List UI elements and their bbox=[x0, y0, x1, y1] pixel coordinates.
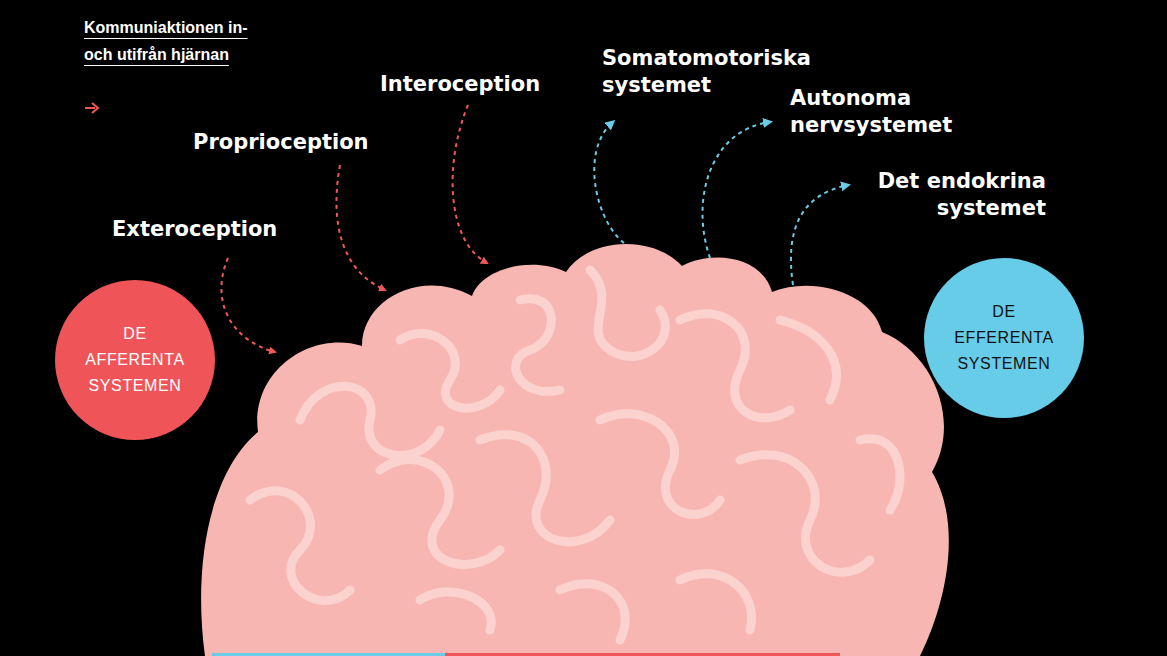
system-circle: DE AFFERENTA SYSTEMEN bbox=[55, 280, 215, 440]
efferent-arrows bbox=[594, 122, 848, 285]
system-label: Interoception bbox=[380, 71, 540, 98]
system-label: Autonoma nervsystemet bbox=[790, 85, 980, 139]
title-arrow-head bbox=[92, 103, 98, 113]
title-arrow bbox=[85, 107, 95, 109]
system-label: Proprioception bbox=[193, 129, 369, 156]
brain-folds bbox=[250, 270, 900, 640]
brain bbox=[201, 244, 949, 656]
diagram-title: Kommuniaktionen in- och utifrån hjärnan bbox=[84, 14, 249, 68]
circle-text: DE EFFERENTA SYSTEMEN bbox=[948, 299, 1060, 377]
system-label: Exteroception bbox=[112, 216, 277, 243]
system-circle: DE EFFERENTA SYSTEMEN bbox=[924, 258, 1084, 418]
circle-text: DE AFFERENTA SYSTEMEN bbox=[79, 321, 191, 399]
bottom-strip-red bbox=[445, 653, 840, 656]
system-label: Det endokrina systemet bbox=[846, 168, 1046, 222]
bottom-strip-blue bbox=[212, 653, 445, 656]
